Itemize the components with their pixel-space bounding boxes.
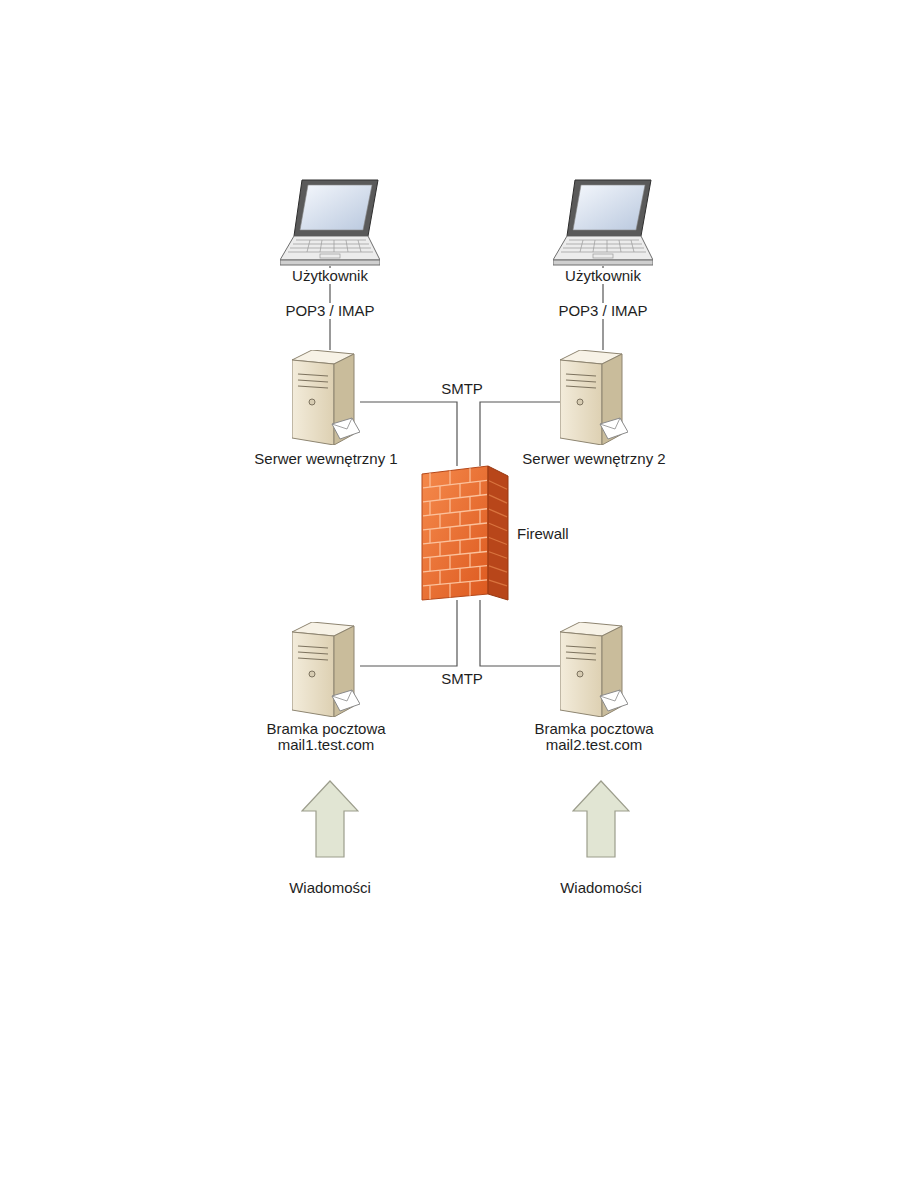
network-node: Serwer wewnętrzny 2 — [560, 350, 628, 445]
server-icon — [292, 622, 360, 717]
protocol-label: POP3 / IMAP — [555, 303, 650, 319]
brick-joint — [449, 555, 450, 569]
network-node: Bramka pocztowa mail2.test.com — [560, 622, 628, 717]
arrow-caption: Wiadomości — [557, 880, 645, 896]
brick-joint — [429, 557, 430, 571]
brick-joint — [479, 481, 480, 495]
node-label: Serwer wewnętrzny 2 — [519, 451, 668, 467]
brick-joint — [439, 570, 440, 584]
network-node: Firewall — [420, 466, 510, 600]
brick-joint — [489, 538, 507, 545]
brick-joint — [429, 529, 430, 543]
brick-joint — [469, 581, 470, 595]
protocol-label: SMTP — [438, 671, 486, 687]
brick-joint — [423, 480, 487, 488]
brick-joint — [423, 537, 487, 544]
brick-joint — [489, 509, 507, 517]
protocol-label: POP3 / IMAP — [282, 303, 377, 319]
brick-joint — [449, 527, 450, 541]
brick-joint — [489, 580, 507, 586]
brick-joint — [429, 473, 430, 487]
brick-joint — [459, 512, 460, 526]
node-label: Użytkownik — [562, 268, 644, 284]
brick-joint — [423, 551, 487, 557]
brick-joint — [469, 497, 470, 511]
brick-joint — [489, 552, 507, 559]
node-label: Użytkownik — [289, 268, 371, 284]
brick-joint — [429, 585, 430, 599]
brick-joint — [449, 499, 450, 513]
brick-joint — [423, 580, 487, 586]
brick-joint — [459, 568, 460, 582]
brick-joint — [423, 495, 487, 502]
network-node: Bramka pocztowa mail1.test.com — [292, 622, 360, 717]
brick-joint — [489, 481, 507, 490]
brick-joint — [439, 486, 440, 500]
brick-joint — [459, 484, 460, 498]
brick-joint — [489, 523, 507, 530]
server-icon — [560, 622, 628, 717]
firewall-icon — [422, 466, 508, 600]
brick-joint — [423, 566, 487, 572]
node-label: Firewall — [514, 526, 572, 542]
message-arrow — [302, 781, 358, 857]
connector-line — [480, 600, 560, 666]
arrow-caption: Wiadomości — [286, 880, 374, 896]
brick-joint — [479, 538, 480, 552]
message-arrow — [573, 781, 629, 857]
connector-line — [360, 600, 457, 666]
node-label: Serwer wewnętrzny 1 — [251, 451, 400, 467]
brick-joint — [479, 566, 480, 580]
brick-joint — [449, 583, 450, 597]
network-node: Użytkownik — [553, 178, 653, 266]
brick-joint — [439, 514, 440, 528]
brick-joint — [439, 542, 440, 556]
brick-joint — [423, 509, 487, 516]
server-icon — [560, 350, 628, 445]
network-node: Użytkownik — [280, 178, 380, 266]
brick-joint — [479, 510, 480, 524]
brick-joint — [489, 566, 507, 572]
protocol-label: SMTP — [438, 381, 486, 397]
node-label: Bramka pocztowa mail1.test.com — [260, 721, 392, 753]
brick-joint — [423, 523, 487, 530]
node-label: Bramka pocztowa mail2.test.com — [528, 721, 660, 753]
brick-joint — [469, 468, 470, 482]
network-node: Serwer wewnętrzny 1 — [292, 350, 360, 445]
server-icon — [292, 350, 360, 445]
laptop-icon — [280, 180, 380, 265]
laptop-icon — [553, 180, 653, 265]
brick-joint — [489, 495, 507, 503]
brick-joint — [469, 525, 470, 539]
brick-joint — [429, 501, 430, 515]
brick-joint — [459, 540, 460, 554]
brick-joint — [449, 471, 450, 485]
brick-joint — [469, 553, 470, 567]
brick-joints — [423, 468, 507, 599]
